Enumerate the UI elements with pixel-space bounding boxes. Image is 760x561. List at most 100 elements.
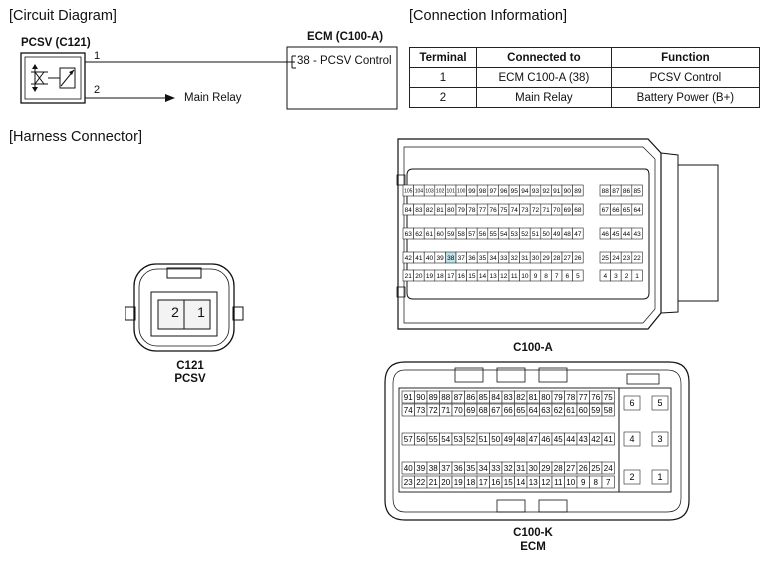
c121-sub: PCSV bbox=[174, 373, 206, 385]
terminal-label: 19 bbox=[426, 273, 434, 280]
terminal-label: 18 bbox=[436, 273, 444, 280]
terminal-label: 70 bbox=[454, 406, 463, 415]
table-cell: 1 bbox=[409, 67, 477, 88]
terminal-label: 78 bbox=[566, 393, 575, 402]
terminal-label: 20 bbox=[415, 273, 423, 280]
terminal-label: 29 bbox=[542, 255, 550, 262]
terminal-label: 32 bbox=[511, 255, 519, 262]
terminal-cell bbox=[631, 227, 643, 240]
c100k-name: C100-K bbox=[513, 527, 553, 539]
header-function: Function bbox=[610, 47, 760, 68]
terminal-label: 83 bbox=[504, 393, 513, 402]
terminal-label: 55 bbox=[429, 435, 438, 444]
ecm-pin-label: 38 - PCSV Control bbox=[297, 55, 392, 67]
terminal-label: 57 bbox=[404, 435, 413, 444]
terminal-label: 73 bbox=[521, 207, 529, 214]
terminal-label: 73 bbox=[416, 406, 425, 415]
terminal-label: 85 bbox=[633, 188, 641, 195]
terminal-label: 85 bbox=[479, 393, 488, 402]
c121-pin: 1 bbox=[197, 304, 205, 320]
terminal-label: 3 bbox=[657, 434, 662, 444]
terminal-label: 10 bbox=[566, 478, 575, 487]
terminal-label: 77 bbox=[579, 393, 588, 402]
terminal-label: 62 bbox=[415, 231, 423, 238]
terminal-label: 3 bbox=[614, 273, 618, 280]
terminal-label: 19 bbox=[454, 478, 463, 487]
terminal-cell bbox=[572, 251, 584, 264]
terminal-label: 76 bbox=[591, 393, 600, 402]
terminal-label: 104 bbox=[415, 188, 424, 194]
terminal-label: 14 bbox=[516, 478, 525, 487]
terminal-label: 8 bbox=[594, 478, 599, 487]
connection-info-title: [Connection Information] bbox=[409, 8, 567, 24]
terminal-label: 13 bbox=[529, 478, 538, 487]
terminal-label: 86 bbox=[466, 393, 475, 402]
terminal-label: 71 bbox=[441, 406, 450, 415]
terminal-label: 9 bbox=[581, 478, 586, 487]
terminal-label: 80 bbox=[541, 393, 550, 402]
terminal-label: 12 bbox=[500, 273, 508, 280]
terminal-label: 21 bbox=[429, 478, 438, 487]
terminal-cell bbox=[631, 251, 643, 264]
terminal-label: 72 bbox=[429, 406, 438, 415]
terminal-label: 15 bbox=[504, 478, 513, 487]
terminal-label: 94 bbox=[521, 188, 529, 195]
terminal-label: 50 bbox=[491, 435, 500, 444]
terminal-label: 60 bbox=[436, 231, 444, 238]
terminal-label: 90 bbox=[416, 393, 425, 402]
terminal-label: 63 bbox=[541, 406, 550, 415]
terminal-label: 13 bbox=[489, 273, 497, 280]
terminal-label: 69 bbox=[466, 406, 475, 415]
terminal-label: 20 bbox=[441, 478, 450, 487]
terminal-label: 78 bbox=[468, 207, 476, 214]
terminal-label: 48 bbox=[516, 435, 525, 444]
terminal-label: 34 bbox=[489, 255, 497, 262]
terminal-label: 33 bbox=[500, 255, 508, 262]
terminal-label: 89 bbox=[429, 393, 438, 402]
terminal-label: 32 bbox=[504, 464, 513, 473]
terminal-label: 65 bbox=[516, 406, 525, 415]
terminal-cell bbox=[623, 431, 641, 447]
terminal-label: 98 bbox=[479, 188, 487, 195]
terminal-label: 55 bbox=[489, 231, 497, 238]
terminal-label: 53 bbox=[454, 435, 463, 444]
terminal-label: 74 bbox=[404, 406, 413, 415]
terminal-label: 65 bbox=[623, 207, 631, 214]
terminal-label: 76 bbox=[489, 207, 497, 214]
terminal-label: 21 bbox=[405, 273, 413, 280]
main-relay-label: Main Relay bbox=[184, 92, 242, 104]
terminal-label: 28 bbox=[554, 464, 563, 473]
terminal-label: 6 bbox=[565, 273, 569, 280]
terminal-cell bbox=[631, 269, 643, 282]
ecm-connector-title: ECM (C100-A) bbox=[307, 31, 384, 43]
terminal-label: 35 bbox=[466, 464, 475, 473]
terminal-label: 67 bbox=[602, 207, 610, 214]
terminal-label: 51 bbox=[479, 435, 488, 444]
terminal-label: 18 bbox=[466, 478, 475, 487]
terminal-label: 90 bbox=[564, 188, 572, 195]
terminal-label: 8 bbox=[544, 273, 548, 280]
terminal-label: 47 bbox=[574, 231, 582, 238]
table-row: 2 Main Relay Battery Power (B+) bbox=[409, 87, 760, 108]
terminal-cell bbox=[572, 203, 584, 216]
c121-name: C121 bbox=[176, 360, 204, 372]
terminal-label: 105 bbox=[404, 188, 413, 194]
terminal-label: 22 bbox=[416, 478, 425, 487]
terminal-label: 79 bbox=[554, 393, 563, 402]
terminal-label: 53 bbox=[511, 231, 519, 238]
terminal-cell bbox=[623, 469, 641, 485]
terminal-label: 58 bbox=[458, 231, 466, 238]
terminal-label: 40 bbox=[426, 255, 434, 262]
table-header-row: Terminal Connected to Function bbox=[409, 47, 760, 68]
terminal-label: 52 bbox=[466, 435, 475, 444]
table-cell: 2 bbox=[409, 87, 477, 108]
terminal-label: 41 bbox=[415, 255, 423, 262]
terminal-label: 82 bbox=[516, 393, 525, 402]
terminal-label: 17 bbox=[479, 478, 488, 487]
terminal-label: 96 bbox=[500, 188, 508, 195]
terminal-label: 31 bbox=[516, 464, 525, 473]
terminal-label: 2 bbox=[625, 273, 629, 280]
terminal-label: 61 bbox=[566, 406, 575, 415]
terminal-label: 54 bbox=[441, 435, 450, 444]
terminal-label: 30 bbox=[532, 255, 540, 262]
